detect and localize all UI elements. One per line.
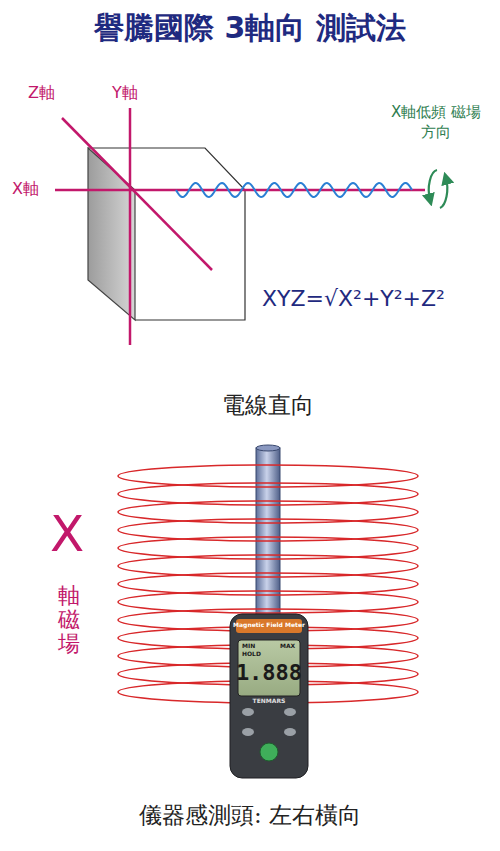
title: 譽騰國際 3軸向 測試法 [94, 8, 406, 49]
meter-brand: TENMARS [253, 698, 286, 705]
meter-brand-band: Magnetic Field Meter [233, 622, 305, 629]
meter [230, 614, 308, 778]
axis-label: X軸 [12, 180, 39, 198]
caption: 儀器感測頭: 左右橫向 [139, 800, 361, 831]
axis-label: Z軸 [28, 84, 55, 102]
power-button [260, 743, 278, 761]
field-direction-note: X軸低頻 磁場方向 [390, 102, 482, 143]
z-axis [62, 118, 212, 270]
meter-reading: 1.888 [236, 660, 302, 685]
button [242, 708, 254, 716]
axis-letter: X [50, 506, 84, 564]
meter-indicator: MIN [242, 643, 255, 650]
cube [88, 148, 245, 320]
rotation-arrow [429, 170, 448, 208]
wire-direction: 電線直向 [222, 392, 314, 418]
button [242, 728, 254, 736]
meter-indicator: MAX [280, 643, 295, 650]
sine-wave [176, 183, 412, 197]
axis-note: 軸磁場 [58, 584, 80, 657]
cube-side [88, 148, 135, 320]
button [284, 728, 296, 736]
formula: XYZ=√X²+Y²+Z² [262, 286, 445, 311]
y-axis [129, 108, 132, 345]
wire [256, 448, 280, 628]
axis-label: Y軸 [112, 84, 138, 102]
cube-edge [88, 148, 245, 320]
button [284, 708, 296, 716]
field-rings [118, 465, 418, 703]
wire-end [256, 445, 280, 451]
meter-indicator: HOLD [242, 651, 261, 658]
meter-body [230, 614, 308, 778]
